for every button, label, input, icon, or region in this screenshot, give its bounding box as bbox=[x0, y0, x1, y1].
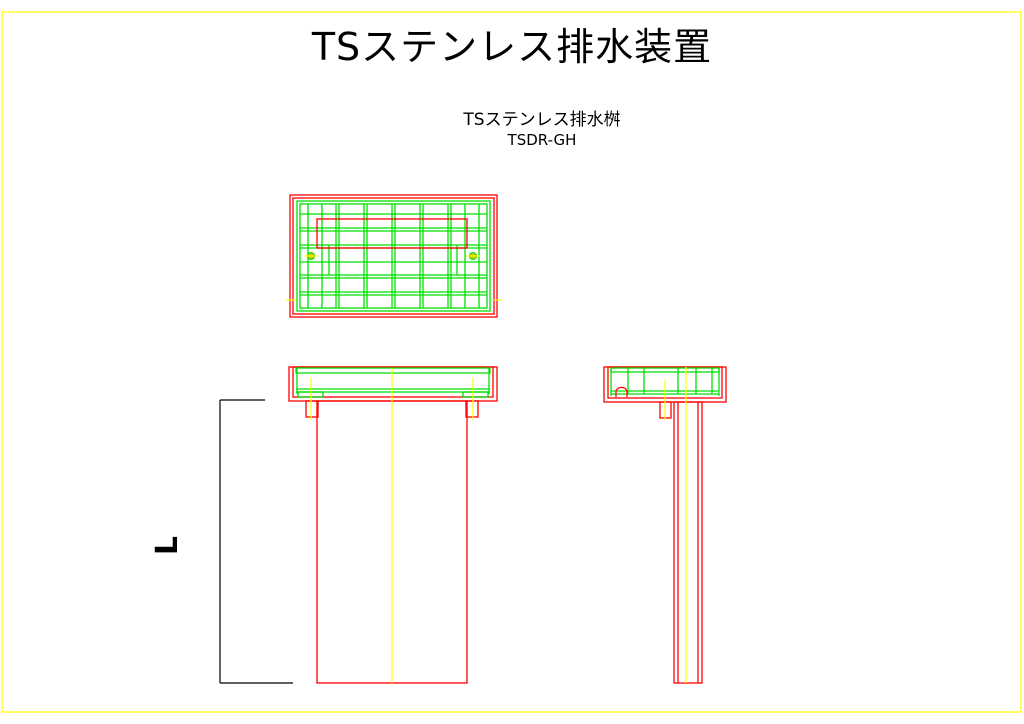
drawing-frame bbox=[1, 11, 1022, 713]
front-view bbox=[288, 366, 498, 684]
model-number: TSDR-GH bbox=[507, 131, 577, 149]
dimension-line bbox=[219, 399, 293, 684]
page-title: TSステンレス排水装置 bbox=[311, 25, 713, 69]
dimension-label: L bbox=[150, 535, 186, 556]
side-view bbox=[603, 366, 727, 684]
plan-view bbox=[286, 194, 502, 318]
drawing-name: TSステンレス排水桝 bbox=[463, 110, 621, 130]
